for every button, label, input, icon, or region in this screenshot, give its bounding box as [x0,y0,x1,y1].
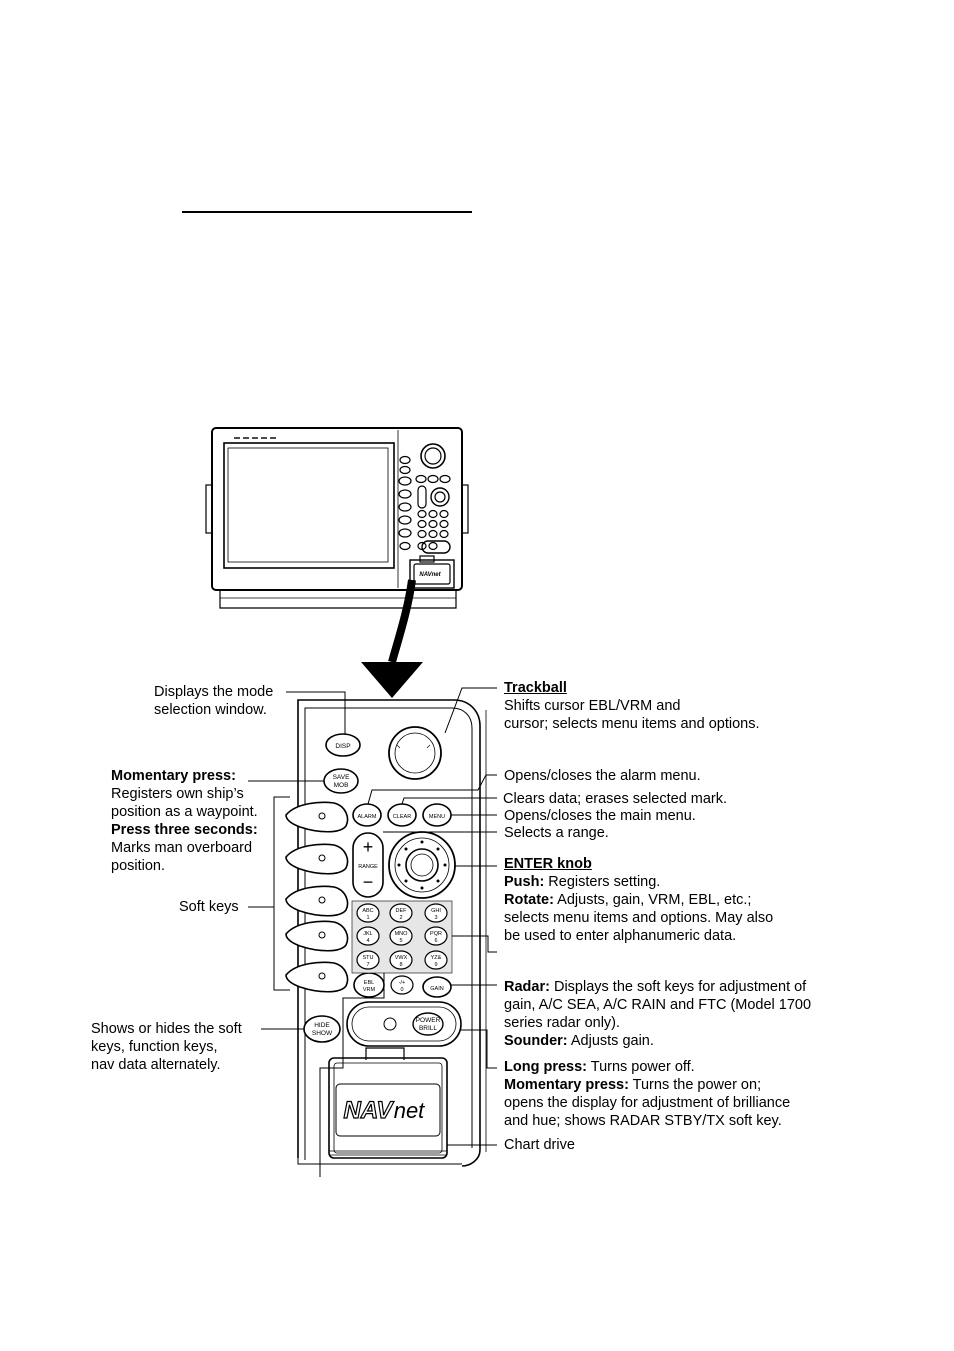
chart-drive [328,1047,448,1159]
show-key-label: SHOW [312,1030,333,1037]
trackball-title: Trackball [504,680,567,696]
keypad-key-number: 8 [399,962,402,968]
clear-callout: Clears data; erases selected mark. [503,791,728,807]
menu-callout: Opens/closes the main menu. [504,808,696,824]
power-key-label: POWER [416,1017,441,1024]
chart-drive-callout: Chart drive [504,1137,575,1153]
navnet-logo-nav: NAV [344,1097,395,1124]
soft-keys [285,801,349,993]
gain-key [422,976,452,998]
keypad-key-letters: STU [363,955,374,961]
keypad-key-number: 6 [434,938,437,944]
gain-key-label: GAIN [430,986,443,992]
enter-title: ENTER knob [504,856,592,872]
keypad-key-letters: ABC [362,908,373,914]
keypad-key-number: 5 [399,938,402,944]
mob-key-label: MOB [334,782,349,789]
enter-callout: ENTER knob Push: Registers setting. Rota… [504,856,774,944]
leader-lines [248,687,497,1177]
clear-key-label: CLEAR [393,814,411,820]
keypad-key-number: 7 [366,962,369,968]
trackball [388,726,442,780]
navnet-logo-net: net [394,1098,425,1123]
keypad-key-number: 3 [434,915,437,921]
keypad-key-letters: -/+ [399,980,406,986]
soft-key-dots [318,812,326,980]
keypad-key-letters: GHI [431,908,441,914]
keypad-key-number: 4 [366,938,369,944]
keypad-key-letters: DEF [396,908,408,914]
keypad-key-number: 0 [400,987,403,993]
keypad-key-letters: PQR [430,931,442,937]
disp-key-label: DISP [335,743,350,750]
power-callout: Long press: Turns power off. Momentary p… [504,1059,791,1129]
alarm-callout: Opens/closes the alarm menu. [504,768,701,784]
range-plus-glyph: + [363,837,374,857]
soft-keys-callout: Soft keys [179,899,239,915]
brill-key-label: BRILL [419,1025,437,1032]
overview-navnet-logo: NAVnet [419,572,441,578]
hide-key-label: HIDE [314,1022,330,1029]
vrm-key-label: VRM [363,987,376,993]
keypad-key-letters: YZ& [431,955,442,961]
alarm-key [352,803,382,827]
keypad-key-number: 9 [434,962,437,968]
overview-left-buttons [398,455,412,551]
panel-outline [297,699,487,1167]
menu-key-label: MENU [429,814,445,820]
range-minus-glyph: − [363,872,374,892]
keypad-key-letters: JKL [363,931,372,937]
keypad-keys [356,903,448,995]
power-key [346,1001,462,1047]
keypad-key-number: 2 [399,915,402,921]
range-key-label: RANGE [358,864,378,870]
overview-unit [205,427,469,609]
ebl-key-label: EBL [364,980,374,986]
save-key-label: SAVE [333,774,351,781]
keypad-key-letters: MNO [395,931,409,937]
overview-right-buttons [415,474,451,563]
range-key [352,832,384,898]
keypad-key-number: 1 [366,915,369,921]
gain-callout: Radar: Displays the soft keys for adjust… [504,979,812,1049]
range-callout: Selects a range. [504,825,609,841]
pointer-arrow [361,579,423,698]
disp-key [325,733,361,757]
alarm-key-label: ALARM [358,814,377,820]
keypad-key-letters: VWX [395,955,408,961]
